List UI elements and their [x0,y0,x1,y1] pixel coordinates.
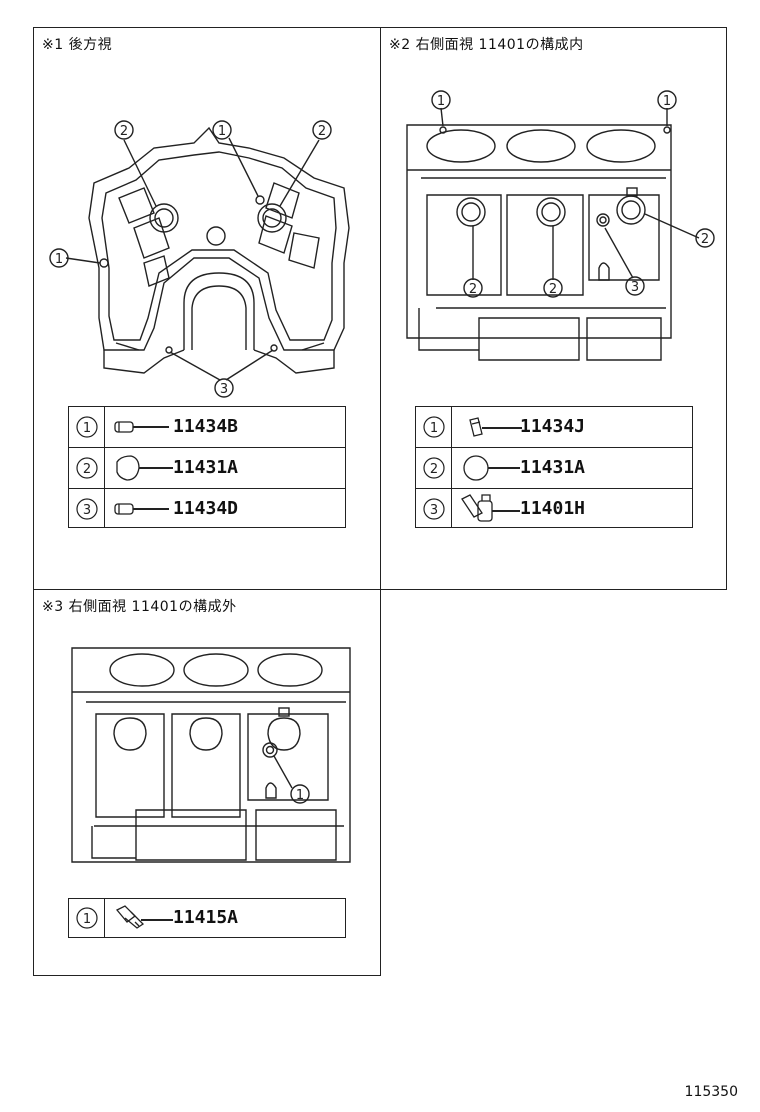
panel-title: ※1 後方視 [42,37,113,53]
illustration-code: 115350 [684,1084,738,1100]
part-code[interactable]: 11415A [173,907,239,929]
panel-title: ※2 右側面視 11401の構成内 [389,37,584,53]
parts-table-right-inside: 1 11434J 2 11431A 3 11401H [415,406,693,528]
callout-1: 1 [296,788,304,803]
part-code[interactable]: 11434D [173,497,239,519]
row-number-cell: 2 [416,448,452,488]
panel-right-side-view-inside: ※2 右側面視 11401の構成内 [380,27,727,590]
plug-bolt-icon [113,904,173,936]
callout-3: 3 [220,382,228,397]
table-row: 3 11434D [69,488,345,528]
rear-view-drawing: 1 2 1 2 3 [44,88,374,408]
callout-1: 1 [663,94,671,109]
part-code[interactable]: 11434B [173,416,239,438]
row-number-cell: 2 [69,448,105,488]
callout-2: 2 [318,124,326,139]
callout-2: 2 [469,282,477,297]
callout-2: 2 [120,124,128,139]
row-number: 1 [83,912,91,927]
callout-2: 2 [549,282,557,297]
short-pin-icon [113,419,169,439]
right-side-outside-drawing: 1 [64,642,364,868]
part-code[interactable]: 11434J [520,416,586,438]
cup-plug-icon [462,454,520,486]
right-side-drawing: 1 1 2 2 2 3 [391,70,721,370]
part-code[interactable]: 11431A [173,457,239,479]
table-row: 3 11401H [416,488,692,528]
table-row: 1 11434J [416,407,692,447]
short-pin-icon [113,501,169,521]
row-number-cell: 3 [69,489,105,528]
panel-title: ※3 右側面視 11401の構成外 [42,599,237,615]
row-number-cell: 1 [69,899,105,937]
row-number: 3 [430,503,438,518]
row-number-cell: 1 [69,407,105,447]
row-number: 1 [83,421,91,436]
part-code[interactable]: 11401H [520,497,586,519]
cup-plug-icon [113,454,173,486]
table-row: 1 11415A [69,899,345,937]
callout-1: 1 [218,124,226,139]
row-number: 2 [430,462,438,477]
row-number: 2 [83,462,91,477]
callout-2: 2 [701,232,709,247]
row-number-cell: 1 [416,407,452,447]
row-number: 3 [83,503,91,518]
part-code[interactable]: 11431A [520,457,586,479]
row-number-cell: 3 [416,489,452,528]
dowel-pin-icon [466,416,522,442]
callout-1: 1 [437,94,445,109]
panel-rear-view: ※1 後方視 [33,27,381,590]
row-number: 1 [430,421,438,436]
panel-right-side-view-outside: ※3 右側面視 11401の構成外 [33,589,381,976]
parts-table-rear: 1 11434B 2 11431A 3 11434D [68,406,346,528]
table-row: 1 11434B [69,407,345,447]
parts-table-right-outside: 1 11415A [68,898,346,938]
callout-1: 1 [55,252,63,267]
table-row: 2 11431A [69,447,345,488]
table-row: 2 11431A [416,447,692,488]
callout-3: 3 [631,280,639,295]
union-fitting-icon [460,493,520,529]
